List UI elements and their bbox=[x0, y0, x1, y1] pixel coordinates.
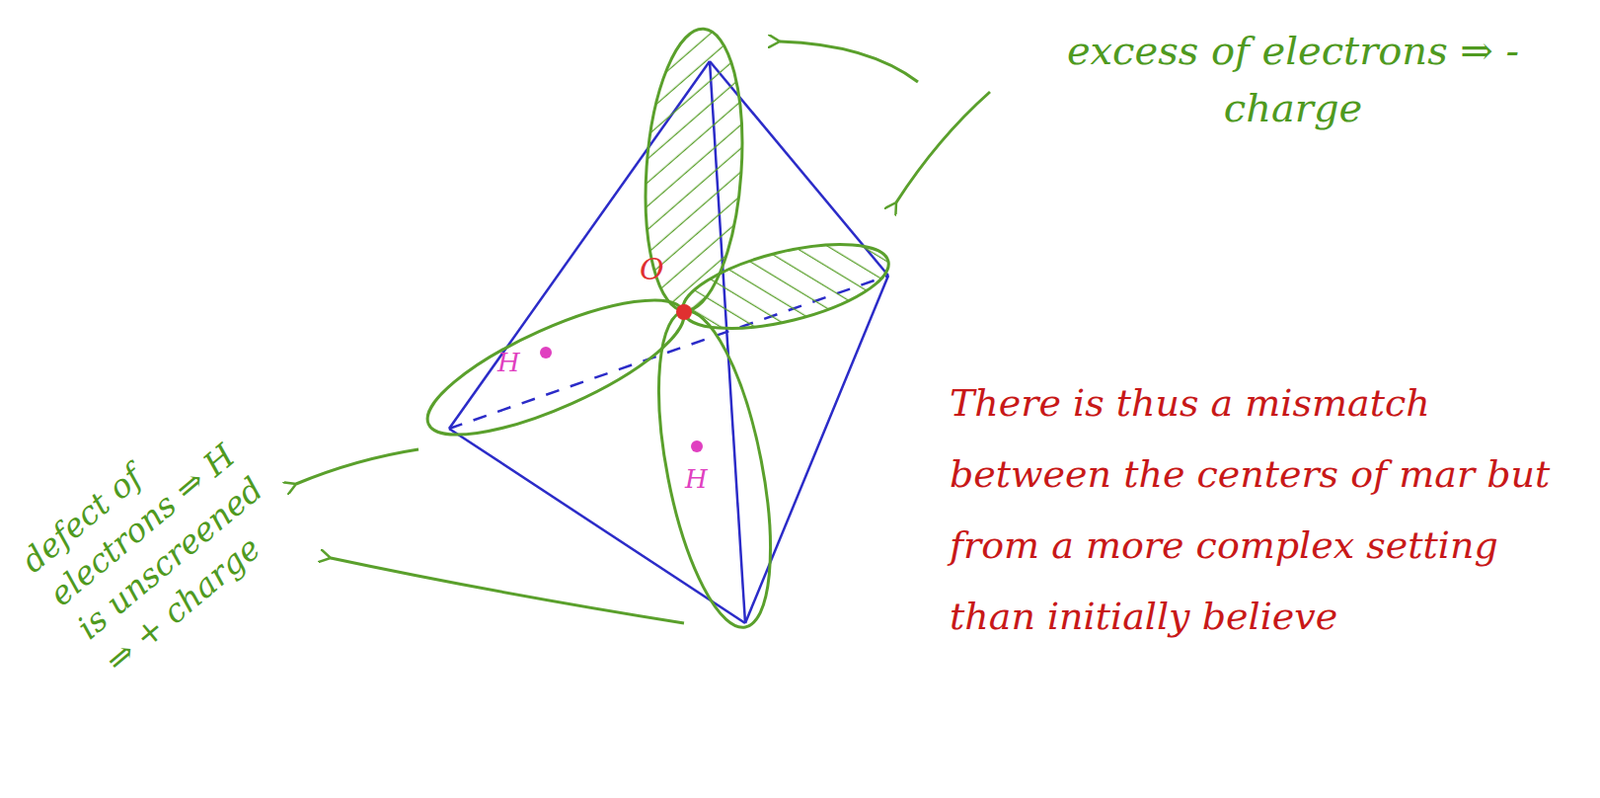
hydrogen-dot bbox=[539, 346, 552, 359]
oxygen-dot bbox=[676, 304, 692, 320]
callout-arrows bbox=[296, 41, 991, 623]
body-note: There is thus a mismatch between the cen… bbox=[949, 367, 1582, 652]
orbital-lobes bbox=[412, 25, 897, 636]
annotation-note: excess of electrons ⇒ - charge bbox=[1016, 21, 1570, 137]
hydrogen-dot bbox=[690, 440, 703, 453]
atom-label: O bbox=[639, 252, 670, 287]
atom-label: H bbox=[685, 463, 715, 494]
annotation-note: defect of electrons ⇒ H is unscreened ⇒ … bbox=[12, 389, 314, 683]
atom-label: H bbox=[497, 347, 528, 378]
